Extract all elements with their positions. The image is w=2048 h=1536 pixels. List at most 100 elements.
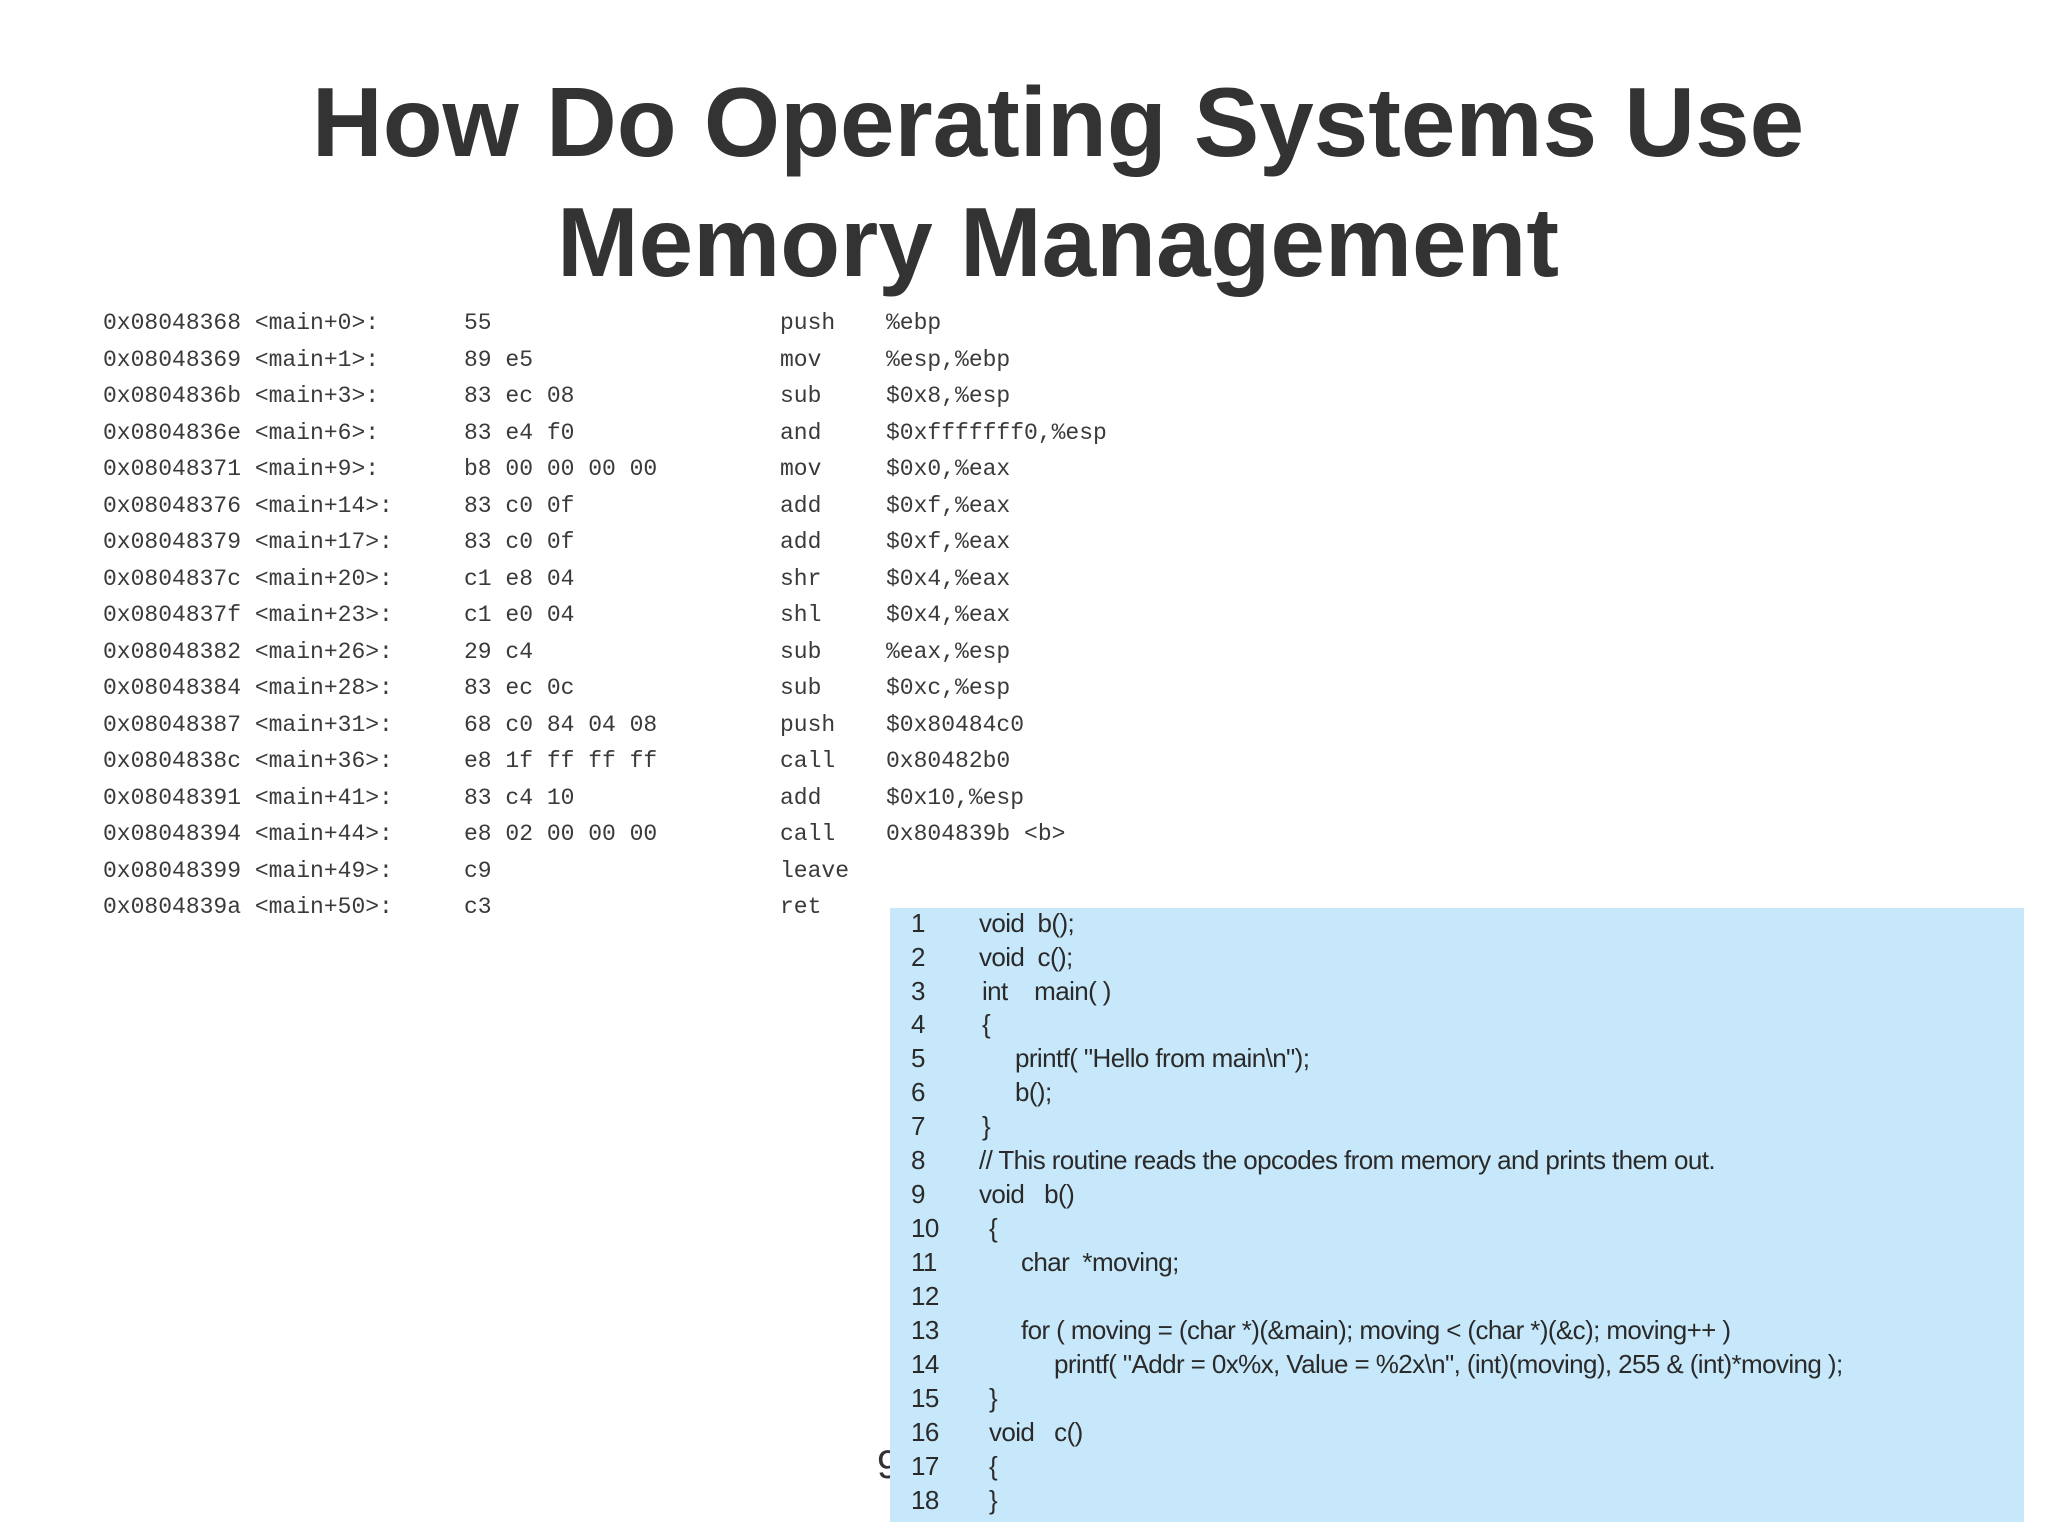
line-text: }: [989, 1383, 998, 1413]
instruction-bytes: e8 02 00 00 00: [464, 821, 658, 847]
instruction-opcode: call: [780, 748, 836, 774]
instruction-address: 0x08048394 <main+44>:: [103, 821, 393, 847]
instruction-bytes: c3: [464, 894, 492, 920]
instruction-operands: $0x4,%eax: [886, 565, 1011, 592]
instruction-address: 0x08048368 <main+0>:: [103, 310, 380, 336]
instruction-address: 0x08048371 <main+9>:: [103, 456, 380, 482]
instruction-bytes: 83 c4 10: [464, 784, 575, 811]
instruction-address: 0x08048369 <main+1>:: [103, 346, 380, 373]
instruction-address: 0x0804838c <main+36>:: [103, 748, 393, 774]
instruction-address: 0x0804836e <main+6>:: [103, 419, 380, 446]
instruction-opcode: shr: [780, 565, 822, 592]
instruction-address: 0x0804839a <main+50>:: [103, 894, 393, 920]
instruction-opcode: and: [780, 419, 822, 446]
instruction-bytes: e8 1f ff ff ff: [464, 748, 658, 774]
line-text: // This routine reads the opcodes from m…: [979, 1145, 1716, 1175]
line-number: 12: [911, 1281, 939, 1311]
line-number: 4: [911, 1009, 925, 1039]
instruction-address: 0x0804837f <main+23>:: [103, 602, 393, 628]
line-number: 1: [911, 908, 925, 938]
line-text: void c();: [979, 942, 1073, 972]
instruction-address: 0x08048391 <main+41>:: [103, 784, 393, 811]
line-number: 10: [911, 1213, 939, 1243]
instruction-operands: $0xf,%eax: [886, 529, 1011, 555]
instruction-address: 0x08048399 <main+49>:: [103, 857, 393, 884]
instruction-operands: $0xf,%eax: [886, 492, 1011, 519]
instruction-bytes: 29 c4: [464, 638, 534, 665]
instruction-bytes: 68 c0 84 04 08: [464, 711, 658, 738]
line-number: 2: [911, 942, 925, 972]
line-number: 6: [911, 1077, 925, 1107]
line-number: 14: [911, 1349, 939, 1379]
instruction-bytes: 55: [464, 310, 492, 336]
instruction-address: 0x08048376 <main+14>:: [103, 492, 393, 519]
instruction-opcode: sub: [780, 638, 822, 665]
instruction-bytes: c1 e8 04: [464, 565, 575, 592]
instruction-opcode: add: [780, 529, 822, 555]
slide-title-line-1: How Do Operating Systems Use: [311, 67, 1805, 177]
line-number: 18: [911, 1485, 939, 1515]
instruction-opcode: leave: [780, 857, 850, 884]
instruction-operands: $0xfffffff0,%esp: [886, 419, 1107, 446]
line-number: 13: [911, 1315, 939, 1345]
instruction-address: 0x08048384 <main+28>:: [103, 675, 393, 701]
line-text: void b(): [979, 1179, 1075, 1209]
line-number: 7: [911, 1111, 925, 1141]
instruction-opcode: ret: [780, 894, 822, 920]
line-text: printf( "Hello from main\n");: [1015, 1043, 1310, 1073]
instruction-operands: $0x4,%eax: [886, 602, 1011, 628]
line-text: char *moving;: [1021, 1247, 1179, 1277]
instruction-bytes: 89 e5: [464, 346, 534, 373]
instruction-opcode: call: [780, 821, 836, 847]
instruction-opcode: sub: [780, 675, 822, 701]
instruction-operands: 0x80482b0: [886, 748, 1011, 774]
line-text: b();: [1015, 1077, 1052, 1107]
instruction-address: 0x0804837c <main+20>:: [103, 565, 393, 592]
instruction-operands: $0xc,%esp: [886, 675, 1011, 701]
line-text: int main( ): [982, 976, 1111, 1006]
instruction-opcode: mov: [780, 346, 822, 373]
line-number: 3: [911, 976, 925, 1006]
instruction-bytes: c1 e0 04: [464, 602, 575, 628]
line-text: }: [982, 1111, 991, 1141]
instruction-opcode: push: [780, 310, 836, 336]
line-text: }: [989, 1485, 998, 1515]
instruction-opcode: push: [780, 711, 836, 738]
instruction-bytes: 83 e4 f0: [464, 419, 575, 446]
line-number: 9: [911, 1179, 925, 1209]
instruction-operands: $0x80484c0: [886, 711, 1025, 738]
line-text: {: [989, 1451, 998, 1481]
line-text: for ( moving = (char *)(&main); moving <…: [1021, 1315, 1731, 1345]
instruction-operands: $0x0,%eax: [886, 456, 1011, 482]
instruction-bytes: b8 00 00 00 00: [464, 456, 658, 482]
line-number: 17: [911, 1451, 939, 1481]
instruction-operands: %ebp: [886, 310, 942, 336]
line-number: 16: [911, 1417, 939, 1447]
instruction-opcode: add: [780, 492, 822, 519]
instruction-operands: %esp,%ebp: [886, 346, 1011, 373]
instruction-bytes: 83 c0 0f: [464, 492, 575, 519]
line-text: {: [989, 1213, 998, 1243]
line-number: 11: [911, 1247, 937, 1277]
slide-title-line-2: Memory Management: [556, 187, 1559, 297]
instruction-operands: %eax,%esp: [886, 638, 1011, 665]
line-number: 8: [911, 1145, 925, 1175]
instruction-bytes: c9: [464, 857, 492, 884]
instruction-bytes: 83 c0 0f: [464, 529, 575, 555]
instruction-address: 0x0804836b <main+3>:: [103, 383, 380, 409]
instruction-operands: $0x10,%esp: [886, 784, 1025, 811]
instruction-operands: 0x804839b <b>: [886, 821, 1066, 847]
line-text: void c(): [989, 1417, 1083, 1447]
instruction-address: 0x08048387 <main+31>:: [103, 711, 393, 738]
slide-title: How Do Operating Systems Use Memory Mana…: [0, 62, 2048, 302]
instruction-address: 0x08048382 <main+26>:: [103, 638, 393, 665]
page-number: 9: [877, 1445, 890, 1485]
instruction-opcode: add: [780, 784, 822, 811]
instruction-address: 0x08048379 <main+17>:: [103, 529, 393, 555]
instruction-bytes: 83 ec 0c: [464, 675, 575, 701]
line-number: 15: [911, 1383, 939, 1413]
line-text: {: [982, 1009, 991, 1039]
line-number: 5: [911, 1043, 925, 1073]
instruction-opcode: shl: [780, 602, 822, 628]
